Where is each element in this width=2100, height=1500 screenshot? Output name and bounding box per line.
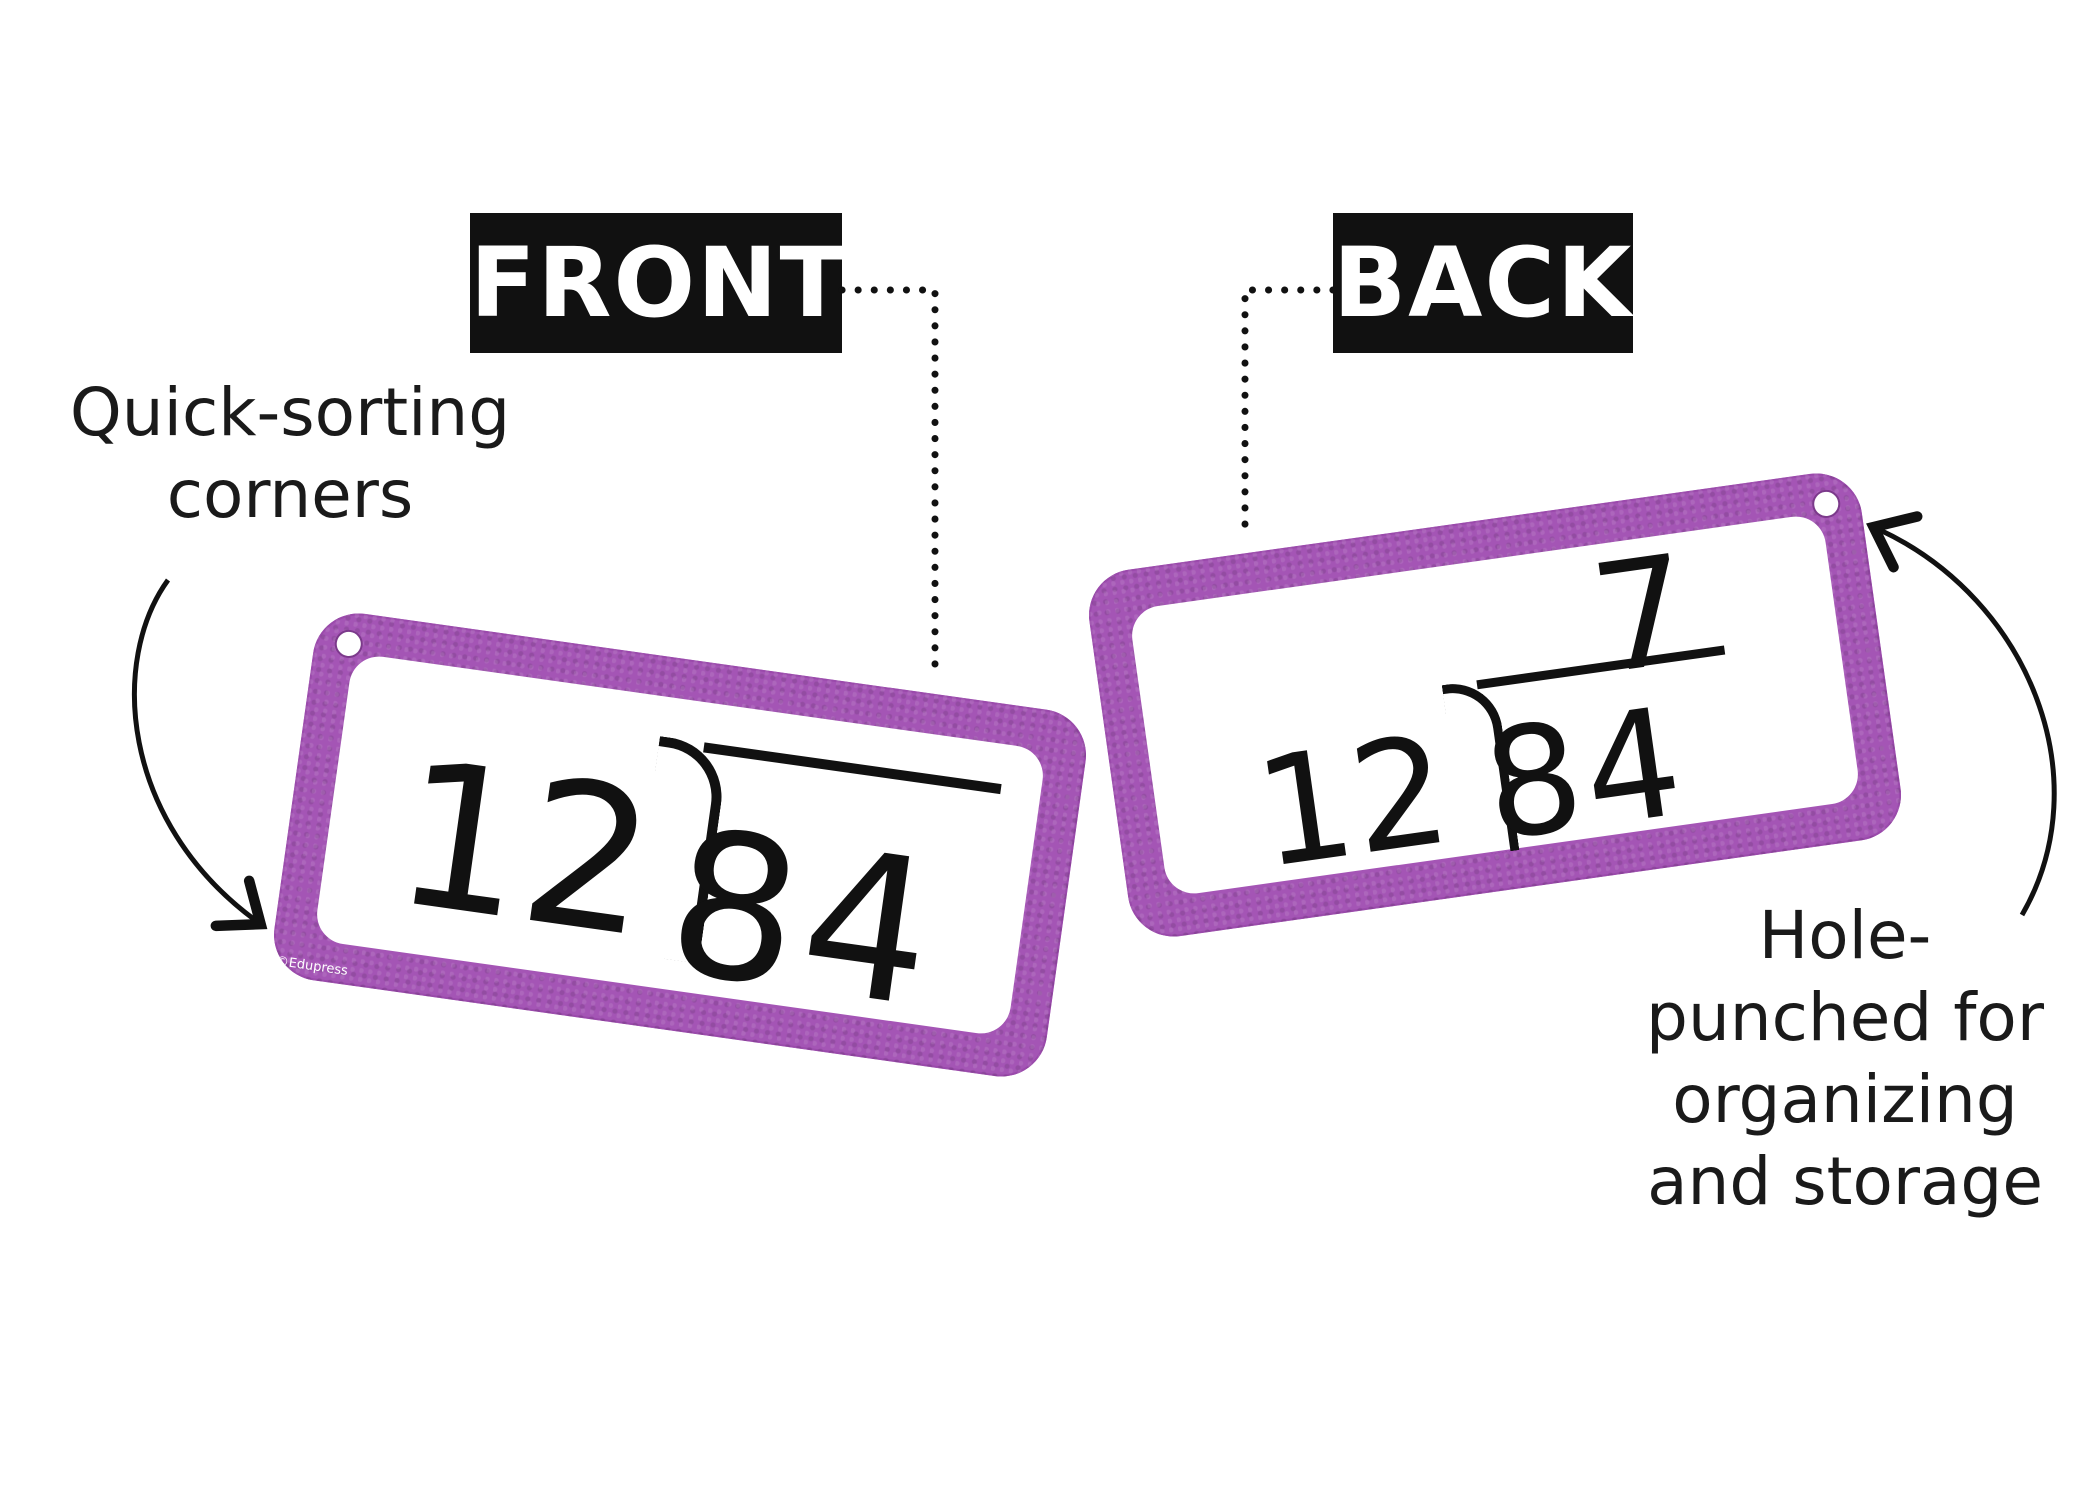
divisor: 12 [382,716,668,984]
card-face: 12 84 [313,652,1047,1053]
caption-line: punched for [1646,979,2044,1056]
dividend: 84 [655,785,953,1054]
curved-arrow-icon [1866,511,2057,917]
caption-hole-punched: Hole- punched for organizing and storage [1605,895,2085,1223]
hole-punch-icon [1810,488,1843,520]
back-card: 7 12 84 [1083,467,1907,943]
caption-line: Hole- [1758,897,1932,974]
caption-line: Quick-sorting [69,374,511,451]
card-face: 7 12 84 [1128,512,1862,902]
dividend: 84 [1474,675,1696,876]
back-connector-line [1241,286,1337,544]
copyright-text: ©Edupress [274,953,349,979]
caption-line: corners [166,456,414,533]
front-connector-line [838,286,939,679]
curved-arrow-icon [131,578,268,932]
front-label: FRONT [470,213,845,353]
caption-quick-sorting: Quick-sorting corners [20,372,560,536]
back-label: BACK [1333,213,1633,353]
division-bar [703,742,1002,795]
hole-punch-icon [332,628,365,660]
caption-line: and storage [1647,1143,2043,1220]
divisor: 12 [1246,703,1460,903]
front-card: 12 84 ©Edupress [268,607,1092,1083]
caption-line: organizing [1672,1061,2018,1138]
